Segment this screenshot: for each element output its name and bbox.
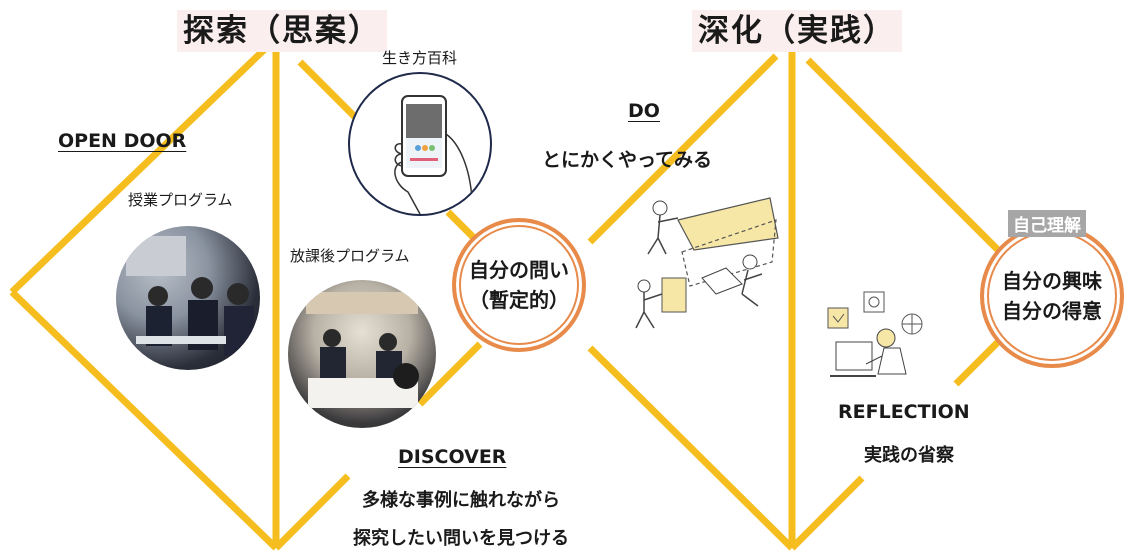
line-right-lower [789,475,865,551]
discover-line1: 多様な事例に触れながら [362,490,560,511]
line-center-lower-left [273,473,351,551]
line-center-up-right [587,53,779,245]
line-left-up [9,43,271,295]
reflection-heading: REFLECTION [838,401,970,423]
class-program-photo [116,226,260,370]
app-phone-circle [348,72,492,216]
reflection-line1: 実践の省察 [864,445,954,466]
self-understanding-ring: 自分の興味 自分の得意 [980,224,1124,368]
person-computer-illustration [827,291,923,377]
discover-line2: 探究したい問いを見つける [353,528,569,549]
smartphone-icon [394,95,473,214]
question-line2: （暫定的） [469,288,569,312]
line-center-lower-left-2 [417,341,483,407]
do-heading: DO [628,100,660,122]
open-door-heading: OPEN DOOR [58,130,187,152]
phase-deepen-title: 深化（実践） [692,10,902,52]
discover-heading: DISCOVER [398,446,507,468]
after-school-label: 放課後プログラム [290,247,410,265]
class-program-label: 授業プログラム [128,191,233,209]
line-left-down [9,289,279,551]
self-understanding-tag: 自己理解 [1008,210,1086,237]
after-school-photo [288,280,436,428]
self-line1: 自分の興味 [1002,269,1102,293]
question-ring: 自分の問い （暫定的） [452,218,586,352]
do-line1: とにかくやってみる [542,149,713,171]
line-right-upper [805,57,1009,261]
line-center-down-right [587,345,795,551]
app-label: 生き方百科 [382,49,458,67]
people-collaborating-illustration [635,197,779,329]
question-line1: 自分の問い [469,258,569,282]
self-line2: 自分の得意 [1002,299,1102,323]
phase-explore-title: 探索（思案） [177,10,387,52]
